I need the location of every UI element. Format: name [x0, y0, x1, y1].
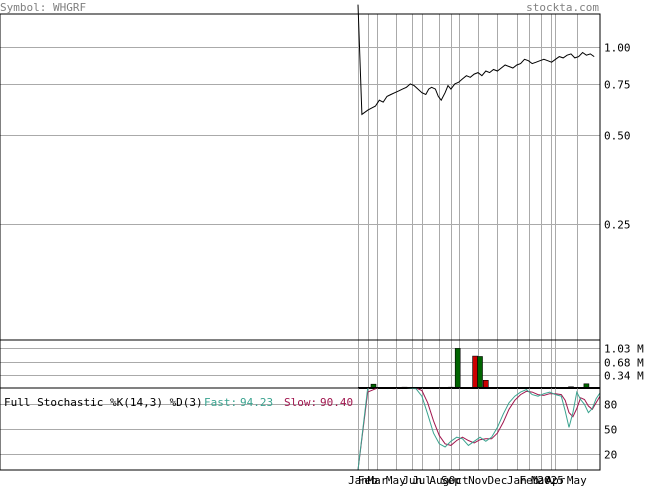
slow-label: Slow:: [284, 396, 317, 409]
stochastic-grid: [0, 388, 600, 470]
x-tick-label: Apr: [546, 474, 566, 486]
stochastic-panel-frame: [0, 387, 601, 471]
slow-value: 90.40: [320, 396, 353, 409]
stochastic-tick-label: 20: [604, 449, 617, 462]
x-tick-label: 2025: [537, 474, 564, 486]
x-tick-label: Feb: [358, 474, 378, 486]
price-tick-label: 1.00: [604, 42, 631, 55]
x-tick-label: Dec: [487, 474, 507, 486]
price-y-axis: 1.00 0.75 0.50 0.25: [604, 42, 631, 232]
volume-grid: [0, 340, 600, 388]
volume-tick-label: 0.34 M: [604, 370, 644, 383]
price-grid: [0, 14, 600, 340]
volume-y-axis: 1.03 M0.68 M0.34 M: [604, 343, 644, 383]
x-tick-label: Mar: [367, 474, 387, 486]
x-tick-label: Jul: [412, 474, 432, 486]
price-tick-label: 0.25: [604, 219, 631, 232]
x-tick-label: Oct: [449, 474, 469, 486]
price-line: [357, 4, 595, 116]
x-tick-label: Nov: [468, 474, 488, 486]
volume-bar: [472, 355, 478, 389]
stochastic-slow-line: [357, 387, 601, 471]
stochastic-y-axis: 80 50 20: [604, 399, 617, 462]
fast-label: Fast:: [204, 396, 237, 409]
fast-value: 94.23: [240, 396, 273, 409]
volume-tick-label: 0.68 M: [604, 357, 644, 370]
volume-bar: [454, 348, 461, 389]
volume-panel: 1.03 M0.68 M0.34 M: [0, 339, 644, 389]
x-tick-label: Jun: [402, 474, 422, 486]
stochastic-title: Full Stochastic %K(14,3) %D(3): [4, 396, 203, 409]
volume-bar: [482, 379, 489, 389]
x-tick-label: May: [567, 474, 587, 486]
x-tick-label: Jan: [348, 474, 368, 486]
price-panel: 1.00 0.75 0.50 0.25: [0, 4, 631, 341]
stochastic-tick-label: 80: [604, 399, 617, 412]
stochastic-tick-label: 50: [604, 424, 617, 437]
x-tick-label: Jan: [507, 474, 527, 486]
volume-tick-label: 1.03 M: [604, 343, 644, 356]
price-tick-label: 0.50: [604, 130, 631, 143]
site-name: stockta.com: [526, 1, 599, 14]
stochastic-panel: 80 50 20 Full Stochastic %K(14,3) %D(3) Fa…: [0, 387, 617, 471]
volume-bar: [477, 356, 483, 389]
symbol-label: Symbol: WHGRF: [0, 1, 86, 14]
x-tick-label: Sep: [441, 474, 461, 486]
stochastic-fast-line: [357, 387, 601, 471]
x-tick-label: Feb: [519, 474, 539, 486]
x-tick-label: May: [386, 474, 406, 486]
x-tick-label: Aug: [429, 474, 449, 486]
x-tick-label: Mar: [531, 474, 551, 486]
price-tick-label: 0.75: [604, 79, 631, 92]
